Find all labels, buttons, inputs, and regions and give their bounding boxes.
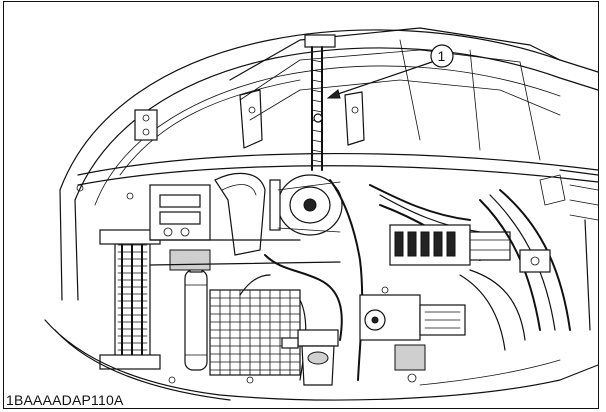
right-side-panel bbox=[559, 169, 599, 331]
frame-crossbar bbox=[77, 152, 599, 186]
figure-caption: 1BAAAADAP110A bbox=[6, 392, 124, 408]
hose-bundle-right bbox=[459, 174, 571, 351]
hinge-brackets bbox=[134, 89, 365, 149]
fuel-filter bbox=[281, 329, 339, 386]
hood-support-rod bbox=[304, 34, 336, 171]
condenser bbox=[209, 289, 301, 376]
fasteners bbox=[76, 184, 389, 384]
callout-number: 1 bbox=[438, 48, 446, 64]
callout-1: 1 bbox=[326, 44, 454, 99]
hood-panel bbox=[229, 27, 561, 161]
engine-block bbox=[149, 184, 341, 271]
radiator bbox=[99, 229, 161, 370]
receiver-drier bbox=[184, 259, 208, 371]
hydraulic-pump bbox=[359, 294, 466, 371]
counterweight bbox=[44, 319, 599, 401]
control-valve bbox=[389, 224, 511, 266]
figure-border bbox=[3, 1, 599, 409]
air-cleaner bbox=[214, 172, 343, 256]
